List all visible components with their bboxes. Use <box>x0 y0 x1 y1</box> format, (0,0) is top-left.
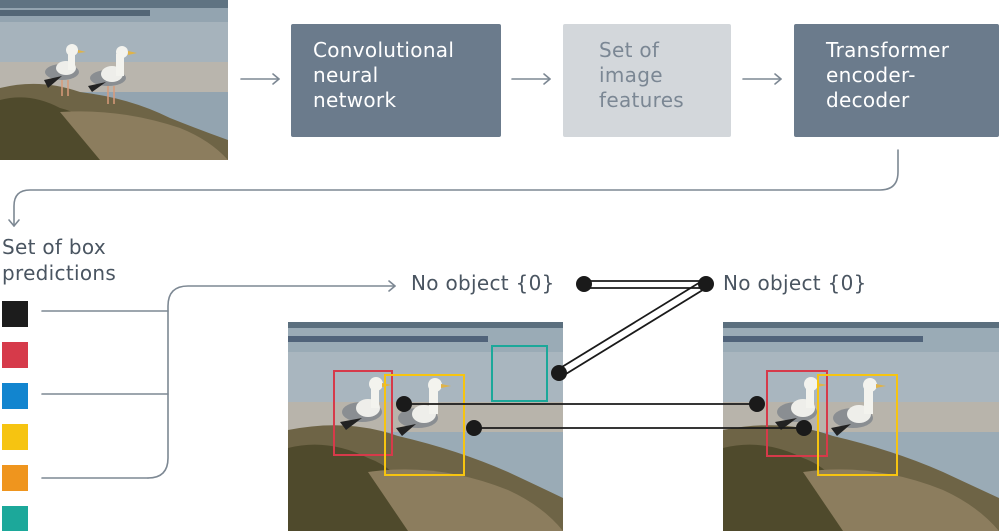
arrow-transformer-to-predictions <box>13 149 899 227</box>
no-object-label-right: No object {0} <box>723 271 867 295</box>
transformer-box: Transformer encoder- decoder <box>794 24 999 137</box>
match-dot-no-object-right <box>698 276 714 292</box>
cnn-label-line1: Convolutional <box>313 38 455 62</box>
match-dot-red-pred <box>396 396 412 412</box>
cnn-box: Convolutional neural network <box>291 24 501 137</box>
features-label-line3: features <box>599 88 685 112</box>
features-label-line2: image <box>599 63 663 87</box>
transformer-label-line3: decoder <box>826 88 910 112</box>
prediction-bracket <box>41 280 396 479</box>
swatch-red <box>2 342 28 368</box>
match-teal-to-no-object <box>556 280 707 378</box>
swatch-orange <box>2 465 28 491</box>
transformer-label-line1: Transformer <box>826 38 950 62</box>
pred-box-red <box>333 370 393 456</box>
match-dot-teal <box>551 365 567 381</box>
match-dot-yellow-pred <box>466 420 482 436</box>
swatch-black <box>2 301 28 327</box>
predictions-title: Set of box predictions <box>2 234 116 286</box>
match-dot-no-object-left <box>576 276 592 292</box>
image-features-box: Set of image features <box>563 24 731 137</box>
predictions-title-line2: predictions <box>2 261 117 285</box>
arrowhead-predictions <box>8 219 20 227</box>
match-no-object <box>584 280 706 289</box>
cnn-label-line3: network <box>313 88 397 112</box>
pred-box-teal <box>491 345 548 402</box>
arrow-photo-to-cnn <box>240 73 280 85</box>
match-dot-red-gt <box>749 396 765 412</box>
gt-box-yellow <box>817 374 898 476</box>
seagull-photo-ground-truth <box>723 322 999 531</box>
no-object-label-left: No object {0} <box>411 271 555 295</box>
features-label-line1: Set of <box>599 38 660 62</box>
swatch-teal <box>2 506 28 531</box>
ground-truth-photo <box>723 322 999 531</box>
arrow-features-to-transformer <box>742 73 782 85</box>
cnn-label-line2: neural <box>313 63 379 87</box>
transformer-label-line2: encoder- <box>826 63 916 87</box>
gt-box-red <box>766 370 828 457</box>
predictions-title-line1: Set of box <box>2 235 106 259</box>
match-dot-yellow-gt <box>796 420 812 436</box>
seagull-photo <box>0 0 228 160</box>
arrow-cnn-to-features <box>511 73 551 85</box>
pred-box-yellow <box>384 374 465 476</box>
swatch-yellow <box>2 424 28 450</box>
swatch-blue <box>2 383 28 409</box>
input-photo <box>0 0 228 160</box>
